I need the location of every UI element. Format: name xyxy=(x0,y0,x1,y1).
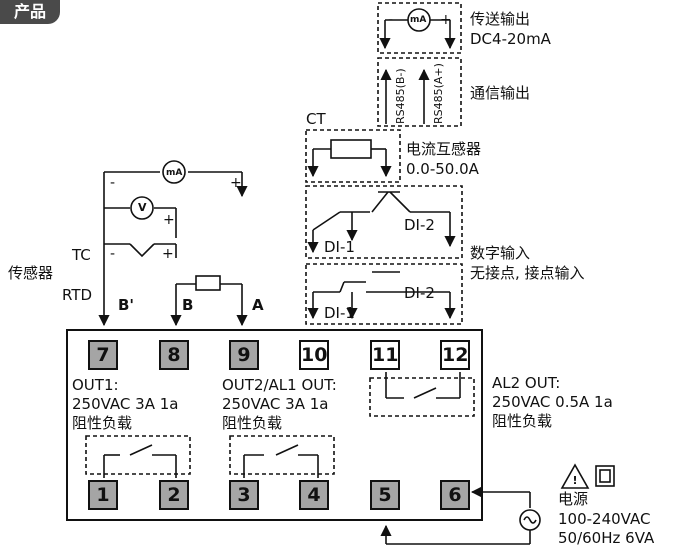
terminal-10: 10 xyxy=(299,340,329,370)
ct-range: 0.0-50.0A xyxy=(406,160,479,178)
sensor-tc-plus: + xyxy=(162,246,174,262)
terminal-11: 11 xyxy=(370,340,400,370)
transmit-plus: + xyxy=(440,12,452,28)
terminal-8: 8 xyxy=(159,340,189,370)
transmit-box xyxy=(377,2,462,54)
transmit-meter-text: mA xyxy=(410,15,427,25)
pin-a-label: A xyxy=(252,296,264,314)
terminal-12: 12 xyxy=(440,340,470,370)
comm-box xyxy=(377,57,462,127)
transmit-meter-icon xyxy=(407,8,431,32)
terminal-frame xyxy=(66,329,483,521)
sensor-ma-minus: - xyxy=(110,175,116,191)
out1-load: 阻性负载 xyxy=(72,414,133,432)
rtd-resistor-icon xyxy=(195,275,221,291)
terminal-5: 5 xyxy=(370,480,400,510)
product-tab: 产品 xyxy=(0,0,60,24)
rs485-b-label: RS485(B-) xyxy=(394,68,407,124)
terminal-4: 4 xyxy=(299,480,329,510)
al2-title: AL2 OUT: xyxy=(492,374,561,392)
terminal-6: 6 xyxy=(440,480,470,510)
di-contact-box xyxy=(305,263,463,325)
terminal-7: 7 xyxy=(88,340,118,370)
terminal-1: 1 xyxy=(88,480,118,510)
transmit-minus: - xyxy=(388,12,394,28)
ct-label: 电流互感器 xyxy=(406,140,482,158)
out2-load: 阻性负载 xyxy=(222,414,283,432)
terminal-2: 2 xyxy=(159,480,189,510)
di1-contact-label: DI-1 xyxy=(324,304,355,322)
pin-b-label: B xyxy=(182,296,194,314)
di1-transistor-label: DI-1 xyxy=(324,238,355,256)
terminal-9: 9 xyxy=(229,340,259,370)
pin-b-prime-label: B' xyxy=(118,296,135,314)
power-voltage: 100-240VAC xyxy=(558,510,651,528)
sensor-v-meter-icon xyxy=(130,196,154,220)
power-label: 电源 xyxy=(558,490,589,508)
svg-text:!: ! xyxy=(572,474,577,487)
relay-box-out1 xyxy=(85,435,191,475)
sensor-ma-meter-icon xyxy=(162,160,186,184)
sensor-v-plus: + xyxy=(163,212,175,228)
transmit-range: DC4-20mA xyxy=(470,30,551,48)
digital-label: 数字输入 xyxy=(470,244,531,262)
sensor-label: 传感器 xyxy=(8,264,54,282)
out2-title: OUT2/AL1 OUT: xyxy=(222,376,337,394)
comm-label: 通信输出 xyxy=(470,84,531,102)
ct-box xyxy=(305,129,401,183)
terminal-3: 3 xyxy=(229,480,259,510)
out2-rating: 250VAC 3A 1a xyxy=(222,395,329,413)
relay-box-out2 xyxy=(229,435,335,475)
sensor-ma-plus: + xyxy=(230,175,242,191)
out1-rating: 250VAC 3A 1a xyxy=(72,395,179,413)
transmit-label: 传送输出 xyxy=(470,10,531,28)
relay-box-al2 xyxy=(369,377,475,417)
ct-tag: CT xyxy=(306,110,326,128)
di2-transistor-label: DI-2 xyxy=(404,216,435,234)
rtd-label: RTD xyxy=(62,286,93,304)
double-insulation-icon xyxy=(595,465,615,487)
digital-desc: 无接点, 接点输入 xyxy=(470,264,585,282)
tc-label: TC xyxy=(72,246,91,264)
sensor-v-text: V xyxy=(138,201,147,214)
di2-contact-label: DI-2 xyxy=(404,284,435,302)
al2-rating: 250VAC 0.5A 1a xyxy=(492,393,613,411)
power-freq: 50/60Hz 6VA xyxy=(558,529,655,547)
rs485-a-label: RS485(A+) xyxy=(432,63,445,124)
sensor-tc-minus: - xyxy=(110,246,116,262)
al2-load: 阻性负载 xyxy=(492,412,553,430)
sensor-ma-text: mA xyxy=(166,168,183,178)
di-transistor-box xyxy=(305,185,463,259)
warning-icon xyxy=(560,463,590,489)
ct-resistor-icon xyxy=(330,139,372,159)
out1-title: OUT1: xyxy=(72,376,119,394)
